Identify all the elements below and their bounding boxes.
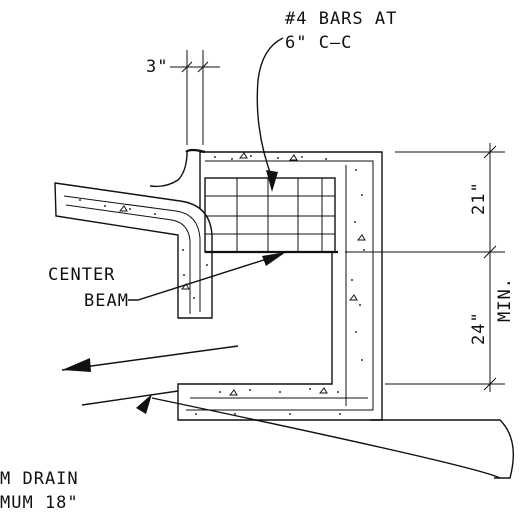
drain-label-line1: M DRAIN [0,469,79,489]
dim-bottom-label: 24" [469,311,489,345]
dim-bottom-note: MIN. [495,277,515,322]
cover-label: 3" [146,57,168,77]
curb-edge [149,152,188,188]
bars-label-line1: #4 BARS AT [285,9,397,29]
center-beam-arrow [262,252,286,266]
center-beam-label-line1: CENTER [48,265,115,285]
slab-rebar-line [63,195,201,312]
bars-label-line2: 6" C–C [285,33,352,53]
center-beam-label-line2: BEAM [84,291,129,311]
drain-pipe-top [61,345,239,371]
drain-leader [370,419,515,479]
right-dimensions: 21" 24" MIN. [345,143,515,392]
slab-rebar-line-2 [65,204,191,314]
concrete-aggregate-marks [79,152,366,415]
drain-pipe-bottom [81,390,179,406]
curb-top [185,148,206,154]
concrete-slab-section [54,182,213,319]
drain-label-line2: MUM 18" [0,493,79,513]
bars-leader-arrow [266,170,278,192]
wall-rebar-line [186,160,374,411]
drain-leader-to-pipe [151,397,501,479]
center-beam-grid [204,177,338,254]
drain-leader-arrow [136,394,152,414]
center-beam-leader [128,257,271,301]
bars-leader-line [256,37,284,179]
flow-arrow [62,358,91,372]
cover-dimension: 3" [146,50,220,145]
dim-top-label: 21" [469,181,489,215]
